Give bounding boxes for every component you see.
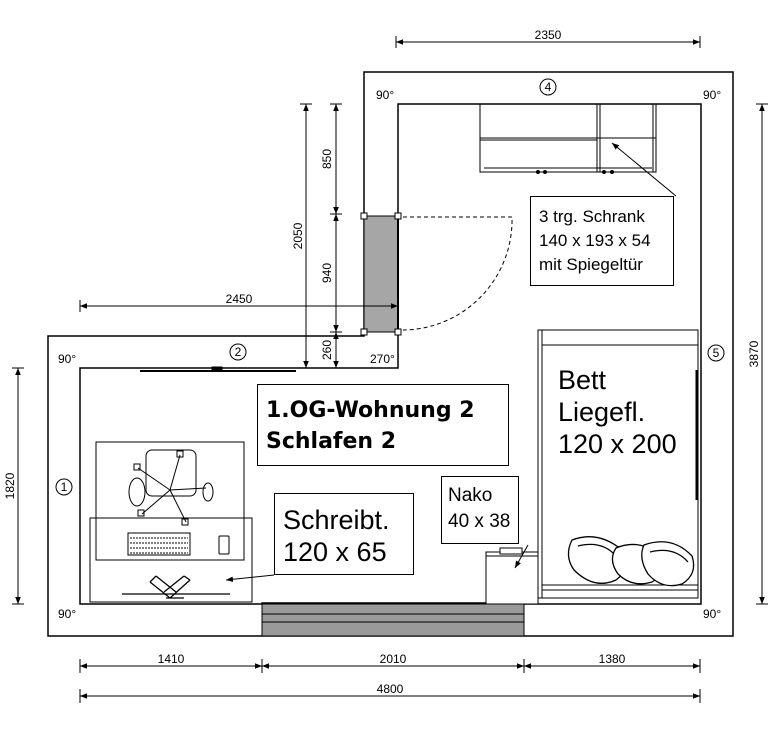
wardrobe-label-line2: 140 x 193 x 54 — [539, 231, 651, 250]
wardrobe-label-line3: mit Spiegeltür — [539, 255, 643, 274]
angle-left-top: 90° — [58, 352, 76, 366]
nightstand-label-line2: 40 x 38 — [448, 511, 511, 532]
wall-number-2: 2 — [235, 345, 242, 359]
label-arrows — [225, 142, 677, 583]
dim-lower-height: 940 — [320, 263, 334, 283]
angle-right-bottom: 90° — [703, 607, 721, 621]
inner-wall — [79, 103, 702, 605]
bed-label-line3: 120 x 200 — [558, 429, 677, 459]
dim-bottom-left: 1410 — [158, 652, 185, 666]
angle-top-right: 90° — [703, 88, 721, 102]
wall-number-1: 1 — [61, 480, 68, 494]
dim-recess-height: 2050 — [291, 222, 305, 249]
dimension-lines — [12, 36, 768, 703]
dim-left-width: 2450 — [226, 292, 253, 306]
bed-label-line1: Bett — [558, 365, 607, 395]
pillow — [567, 536, 695, 587]
keyboard — [127, 532, 191, 556]
dim-left-height: 1820 — [3, 472, 17, 499]
phone — [218, 535, 230, 555]
room-title-line1: 1.OG-Wohnung 2 — [266, 398, 475, 423]
dim-bottom-right: 1380 — [599, 652, 626, 666]
chair-base — [122, 575, 230, 599]
bed — [537, 329, 699, 599]
desk-label-line1: Schreibt. — [283, 505, 390, 535]
dim-door-offset: 260 — [320, 340, 334, 360]
bed-label: Bett Liegefl. 120 x 200 — [558, 364, 694, 464]
desk-label-line2: 120 x 65 — [283, 537, 387, 567]
dim-top-width: 2350 — [535, 28, 562, 42]
wardrobe — [479, 103, 657, 174]
room-title-line2: Schlafen 2 — [266, 429, 397, 454]
desk — [89, 366, 296, 603]
outer-wall — [47, 71, 734, 637]
desk-label: Schreibt. 120 x 65 — [274, 493, 414, 575]
door-leaf — [360, 212, 513, 336]
door-swing-arc — [402, 216, 513, 331]
nightstand — [485, 547, 539, 605]
bed-label-line2: Liegefl. — [558, 397, 646, 427]
dim-upper-height: 850 — [320, 149, 334, 169]
dimension-texts: 2350 2050 850 940 260 2450 1820 3870 141… — [3, 28, 761, 696]
angle-left-bottom: 90° — [58, 607, 76, 621]
dim-bottom-middle: 2010 — [380, 652, 407, 666]
entry-threshold — [261, 603, 525, 637]
angle-inner: 270° — [370, 352, 395, 366]
wall-number-4: 4 — [545, 80, 552, 94]
wardrobe-label-line1: 3 trg. Schrank — [539, 207, 645, 226]
dim-total-width: 4800 — [377, 682, 404, 696]
nightstand-label-line1: Nako — [448, 485, 493, 506]
room-title-label: 1.OG-Wohnung 2 Schlafen 2 — [257, 384, 509, 466]
angle-top-left: 90° — [376, 88, 394, 102]
wall-number-5: 5 — [713, 346, 720, 360]
wardrobe-label: 3 trg. Schrank 140 x 193 x 54 mit Spiege… — [530, 196, 674, 286]
walls — [47, 71, 734, 637]
office-chair — [128, 449, 214, 526]
dim-right-height: 3870 — [747, 340, 761, 367]
wall-numbers: 1 2 4 5 — [55, 78, 725, 496]
nightstand-label: Nako 40 x 38 — [441, 476, 519, 544]
angle-labels: 90° 90° 90° 90° 90° 270° — [58, 88, 721, 621]
